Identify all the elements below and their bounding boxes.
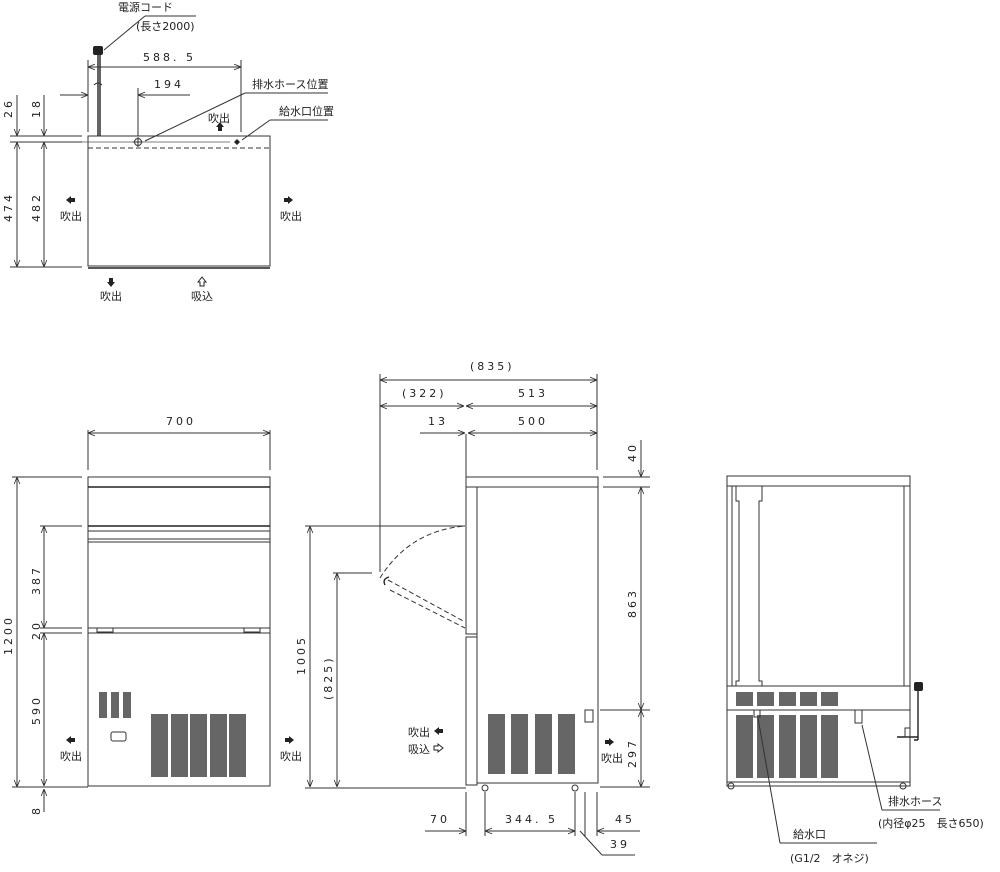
drain-hose-label: 排水ホース: [888, 794, 942, 808]
arrow-right-icon: [605, 738, 614, 746]
rear-view-body: [726, 475, 911, 787]
dim-70: 70: [430, 813, 450, 826]
exhaust-top-label: 吹出: [208, 111, 230, 125]
power-plug-icon: [897, 682, 923, 741]
dim-500: 500: [518, 415, 548, 428]
dim-322: (322): [402, 387, 447, 400]
dim-344-5: 344. 5: [505, 813, 558, 826]
water-inlet-label: 給水口: [793, 827, 826, 841]
arrow-right-outline-icon: [433, 742, 444, 754]
arrow-right-icon: [285, 736, 294, 744]
exhaust-right-label: 吹出: [280, 209, 302, 223]
dim-825: (825): [322, 655, 335, 700]
exhaust-right-label: 吹出: [601, 751, 623, 765]
exhaust-left-label: 吹出: [60, 749, 82, 763]
arrow-right-icon: [284, 196, 293, 204]
drain-hose-spec: (内径φ25 長さ650): [878, 816, 984, 830]
top-view-body: [87, 135, 271, 267]
drain-hose-fitting: [854, 709, 863, 724]
dim-194: 194: [154, 78, 184, 91]
dim-20: 20: [30, 620, 43, 640]
arrow-left-icon: [66, 196, 75, 204]
dim-513: 513: [518, 387, 548, 400]
water-inlet-position-label: 給水口位置: [279, 104, 334, 118]
intake-label: 吸込: [408, 743, 430, 756]
rear-upper-vent-grille: [736, 692, 838, 706]
small-vent-grille: [99, 692, 131, 718]
dim-40: 40: [626, 442, 639, 462]
side-vent-grille: [488, 714, 575, 774]
side-view-body: [476, 486, 599, 784]
dim-474: 474: [2, 192, 15, 222]
power-cord-length: (長さ2000): [136, 20, 195, 33]
dim-700: 700: [166, 415, 196, 428]
side-view: (835) (322) 513 13 500 40 863 297 1005 (…: [295, 360, 650, 856]
dim-1200: 1200: [2, 615, 15, 655]
arrow-up-icon: [216, 122, 224, 131]
dim-13: 13: [428, 415, 448, 428]
control-panel: [110, 731, 127, 742]
power-plug-icon: [93, 46, 103, 136]
front-view-body: [87, 476, 271, 787]
front-vent-grille: [151, 714, 246, 777]
exhaust-label: 吹出: [408, 725, 430, 739]
top-view: 588. 5 194 排水ホース位置 給水口位置 電源コード (長さ2000) …: [2, 0, 334, 303]
arrow-down-icon: [107, 278, 115, 287]
water-inlet-fitting: [753, 709, 761, 718]
arrow-left-icon: [434, 727, 443, 735]
drain-hose-position-label: 排水ホース位置: [252, 77, 328, 91]
exhaust-left-label: 吹出: [60, 209, 82, 223]
water-inlet-position-icon: [234, 139, 240, 145]
dim-482: 482: [30, 192, 43, 222]
dim-18: 18: [30, 98, 43, 118]
intake-label: 吸込: [191, 290, 213, 303]
dim-39: 39: [610, 838, 630, 851]
dim-1005: 1005: [295, 635, 308, 675]
water-inlet-spec: (G1/2 オネジ): [790, 852, 869, 865]
exhaust-right-label: 吹出: [280, 749, 302, 763]
rear-view: 給水口 (G1/2 オネジ) 排水ホース (内径φ25 長さ650): [726, 475, 984, 865]
exhaust-bottom-label: 吹出: [100, 289, 122, 303]
dim-588-5: 588. 5: [143, 51, 196, 64]
dim-835: (835): [470, 360, 515, 373]
power-cord-label: 電源コード: [118, 0, 173, 14]
front-view: 700 1200 387 20 590 8 吹出 吹出: [2, 415, 302, 815]
dim-26: 26: [2, 98, 15, 118]
rear-lower-vent-grille: [736, 715, 838, 778]
dim-590: 590: [30, 695, 43, 725]
dim-45: 45: [615, 813, 635, 826]
dim-8: 8: [30, 805, 43, 815]
arrow-left-icon: [66, 736, 75, 744]
dim-387: 387: [30, 565, 43, 595]
dim-863: 863: [626, 588, 639, 618]
dim-297: 297: [626, 738, 639, 768]
arrow-up-outline-icon: [196, 276, 208, 287]
